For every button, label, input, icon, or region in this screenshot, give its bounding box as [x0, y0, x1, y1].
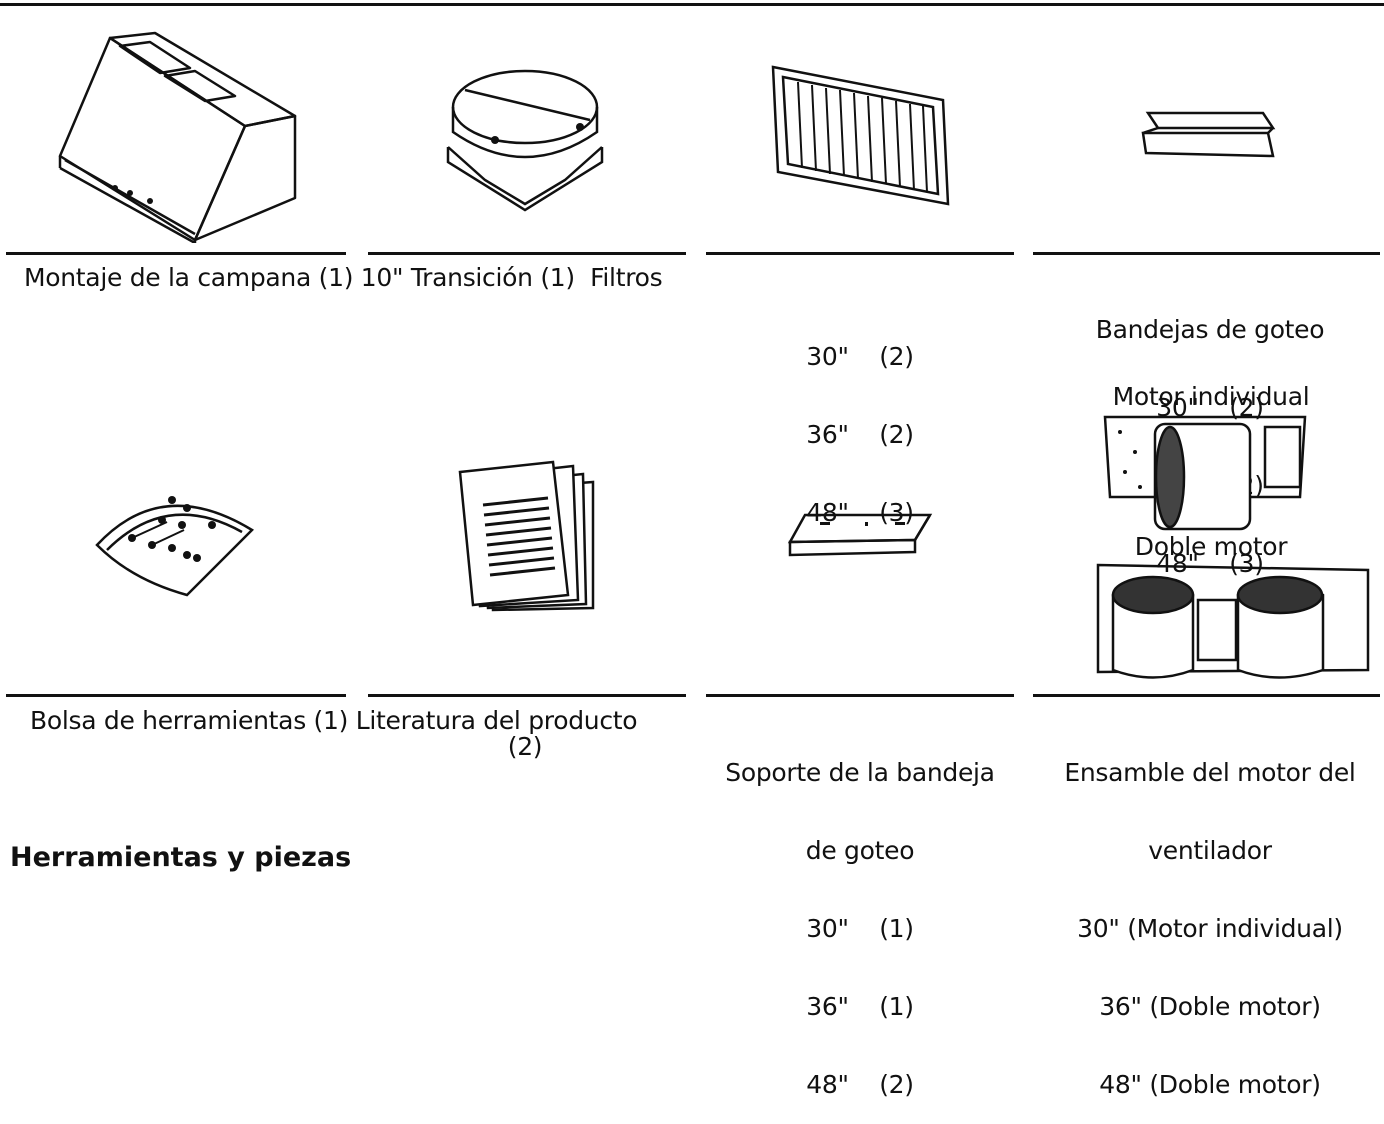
- tool-bag-illustration: [95, 496, 255, 597]
- blower-size-36: 36" (Doble motor): [1099, 992, 1321, 1021]
- top-divider: [0, 3, 1384, 6]
- filter-qty-30: 30" (2): [806, 342, 914, 371]
- range-hood-illustration: [58, 31, 297, 243]
- blower-size-30: 30" (Motor individual): [1077, 914, 1343, 943]
- divider-row1-filters: [706, 252, 1014, 255]
- drip-tray-bracket-illustration: [787, 513, 933, 557]
- drip-tray-illustration: [1141, 111, 1276, 158]
- divider-row1-drip-tray: [1033, 252, 1380, 255]
- divider-row2-bracket: [706, 694, 1014, 697]
- bracket-qty-30: 30" (1): [806, 914, 914, 943]
- bracket-title-line-1: Soporte de la bandeja: [725, 758, 995, 787]
- section-heading: Herramientas y piezas: [10, 842, 352, 873]
- bracket-title-line-2: de goteo: [805, 836, 915, 865]
- tools-literature-caption: Bolsa de herramientas (1) Literatura del…: [30, 706, 638, 735]
- divider-row2-tools: [6, 694, 346, 697]
- divider-row2-blower: [1033, 694, 1380, 697]
- divider-row1-hood: [6, 252, 346, 255]
- blower-title-line-2: ventilador: [1148, 836, 1272, 865]
- filter-quantities: 30" (2) 36" (2) 48" (3): [760, 292, 960, 552]
- single-motor-label: Motor individual: [1112, 382, 1310, 411]
- filter-illustration: [771, 65, 950, 206]
- blower-assembly-caption: Ensamble del motor del ventilador 30" (M…: [1050, 708, 1370, 1124]
- divider-row2-literature: [368, 694, 686, 697]
- single-motor-illustration: [1103, 415, 1307, 531]
- blower-size-48: 48" (Doble motor): [1099, 1070, 1321, 1099]
- filter-qty-36: 36" (2): [806, 420, 914, 449]
- drip-tray-qty-48: 48" (3): [1156, 549, 1264, 578]
- transition-illustration: [446, 69, 604, 212]
- divider-row1-transition: [368, 252, 686, 255]
- bracket-qty-36: 36" (1): [806, 992, 914, 1021]
- drip-tray-bracket-caption: Soporte de la bandeja de goteo 30" (1) 3…: [720, 708, 1000, 1124]
- bracket-qty-48: 48" (2): [806, 1070, 914, 1099]
- double-motor-illustration: [1096, 563, 1370, 679]
- literature-quantity: (2): [507, 732, 543, 761]
- double-motor-label: Doble motor: [1134, 532, 1288, 561]
- blower-title-line-1: Ensamble del motor del: [1064, 758, 1356, 787]
- hood-transition-filters-caption: Montaje de la campana (1) 10" Transición…: [24, 263, 663, 292]
- product-literature-illustration: [458, 460, 595, 612]
- drip-tray-title: Bandejas de goteo: [1095, 315, 1325, 344]
- filter-qty-48: 48" (3): [806, 498, 914, 527]
